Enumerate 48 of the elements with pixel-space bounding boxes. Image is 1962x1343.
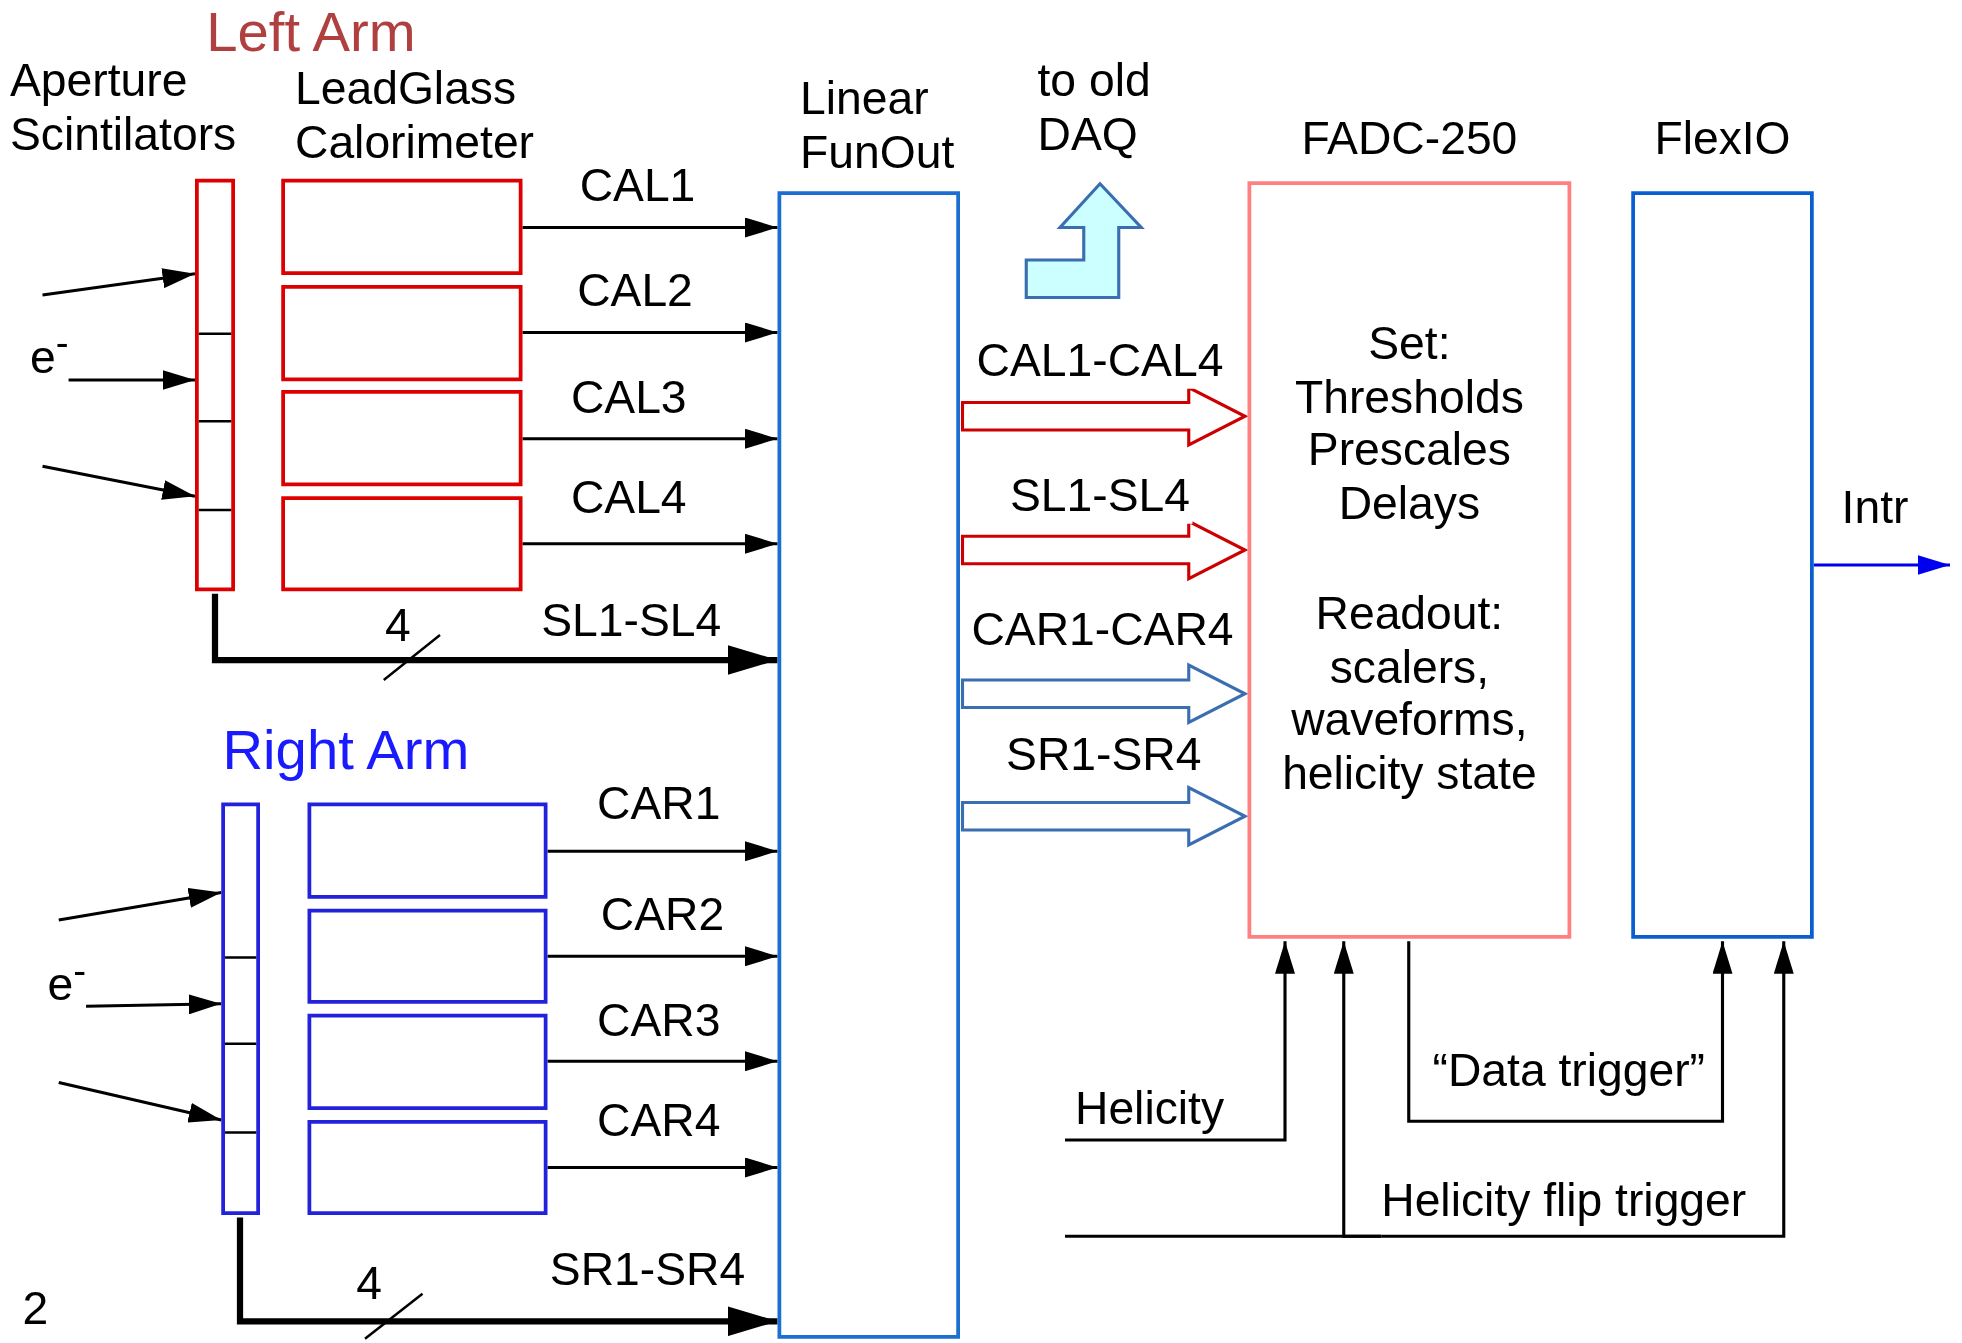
signal-name: Helicity flip trigger [1381, 1175, 1747, 1237]
arrow [1407, 941, 1733, 1123]
block-heading: FADC-250 [1300, 112, 1519, 166]
arrow [86, 994, 222, 1015]
text-label: 4 [356, 1257, 382, 1311]
module-text: Set: Thresholds Prescales Delays [1294, 317, 1525, 531]
signal-name: Helicity [1065, 1082, 1225, 1140]
arrow [58, 1080, 222, 1123]
text-label: to old DAQ [1037, 55, 1152, 162]
bus-arrow [236, 1217, 778, 1337]
arrow [42, 464, 196, 500]
calorimeter-block [307, 802, 548, 899]
arrow [547, 1157, 778, 1178]
group-title: Right Arm [222, 717, 470, 783]
calorimeter-block [281, 390, 523, 487]
arrow [522, 217, 778, 238]
particle-label: e$^{-}$ [30, 325, 69, 385]
arrow [68, 370, 195, 390]
block-heading: Linear FunOut [800, 72, 956, 179]
calorimeter-block [307, 908, 548, 1004]
arrow [1065, 941, 1295, 1142]
text-label: 2 [22, 1282, 49, 1336]
scintillator-bar [195, 178, 235, 592]
arrow [1333, 941, 1382, 1238]
text-label: LeadGlass Calorimeter [295, 62, 535, 169]
arrow [42, 268, 196, 297]
module-text: Readout: scalers, waveforms, helicity state [1281, 587, 1538, 801]
arrow [547, 841, 778, 862]
arrow [522, 322, 778, 343]
arrow [522, 533, 778, 554]
calorimeter-block [307, 1013, 548, 1110]
calorimeter-block [281, 178, 523, 275]
arrow [1381, 941, 1794, 1238]
arrow [1813, 555, 1950, 575]
arrow [547, 1051, 778, 1072]
block-arrow [960, 662, 1249, 726]
calorimeter-block [281, 496, 523, 592]
bus-arrow [211, 593, 778, 675]
arrow [522, 428, 778, 449]
block-arrow [960, 784, 1249, 848]
particle-label: e$^{-}$ [47, 952, 87, 1013]
calorimeter-block [281, 285, 523, 382]
scintillator-bar [221, 802, 260, 1215]
block-heading: FlexIO [1653, 112, 1792, 166]
arrow [58, 888, 222, 922]
calorimeter-block [307, 1120, 548, 1215]
text-label: 4 [385, 600, 411, 654]
arrow [547, 946, 778, 967]
